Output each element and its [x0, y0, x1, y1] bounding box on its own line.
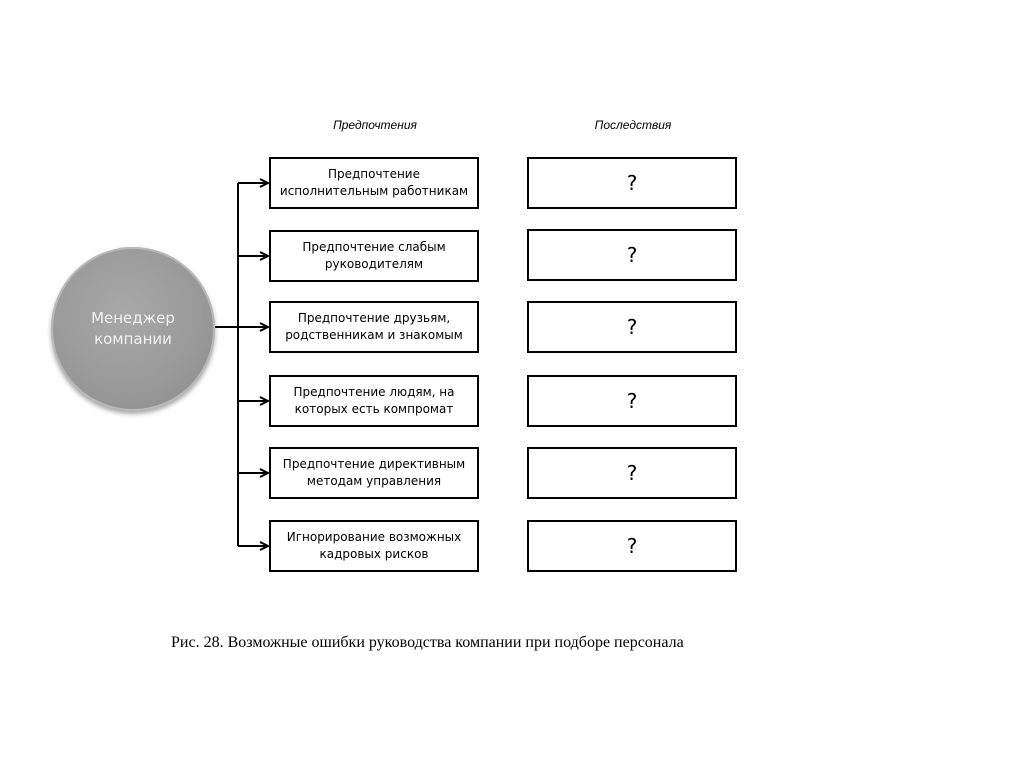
- preference-box-5: Предпочтение директивным методам управле…: [269, 447, 479, 499]
- consequence-label: ?: [626, 171, 638, 195]
- preference-label: Предпочтение слабым руководителям: [302, 240, 446, 271]
- preference-label: Игнорирование возможных кадровых рисков: [286, 530, 462, 561]
- consequence-box-1: ?: [527, 157, 737, 209]
- consequence-box-6: ?: [527, 520, 737, 572]
- consequence-label: ?: [626, 461, 638, 485]
- consequence-box-2: ?: [527, 229, 737, 281]
- consequence-label: ?: [626, 534, 638, 558]
- preference-label: Предпочтение исполнительным работникам: [279, 167, 469, 198]
- preference-label: Предпочтение людям, на которых есть комп…: [293, 385, 455, 416]
- preference-label: Предпочтение друзьям, родственникам и зн…: [285, 311, 463, 342]
- figure-caption: Рис. 28. Возможные ошибки руководства ко…: [171, 634, 684, 651]
- consequences-column-header: Последствия: [594, 118, 672, 132]
- preference-box-2: Предпочтение слабым руководителям: [269, 230, 479, 282]
- preference-label: Предпочтение директивным методам управле…: [282, 457, 466, 488]
- preference-box-1: Предпочтение исполнительным работникам: [269, 157, 479, 209]
- preference-box-6: Игнорирование возможных кадровых рисков: [269, 520, 479, 572]
- consequence-label: ?: [626, 243, 638, 267]
- preference-box-3: Предпочтение друзьям, родственникам и зн…: [269, 301, 479, 353]
- manager-circle: Менеджер компании: [51, 247, 215, 411]
- consequence-box-4: ?: [527, 375, 737, 427]
- preferences-column-header: Предпочтения: [333, 118, 417, 132]
- manager-label: Менеджер компании: [91, 309, 175, 348]
- consequence-label: ?: [626, 389, 638, 413]
- consequence-box-3: ?: [527, 301, 737, 353]
- preference-box-4: Предпочтение людям, на которых есть комп…: [269, 375, 479, 427]
- consequence-box-5: ?: [527, 447, 737, 499]
- consequence-label: ?: [626, 315, 638, 339]
